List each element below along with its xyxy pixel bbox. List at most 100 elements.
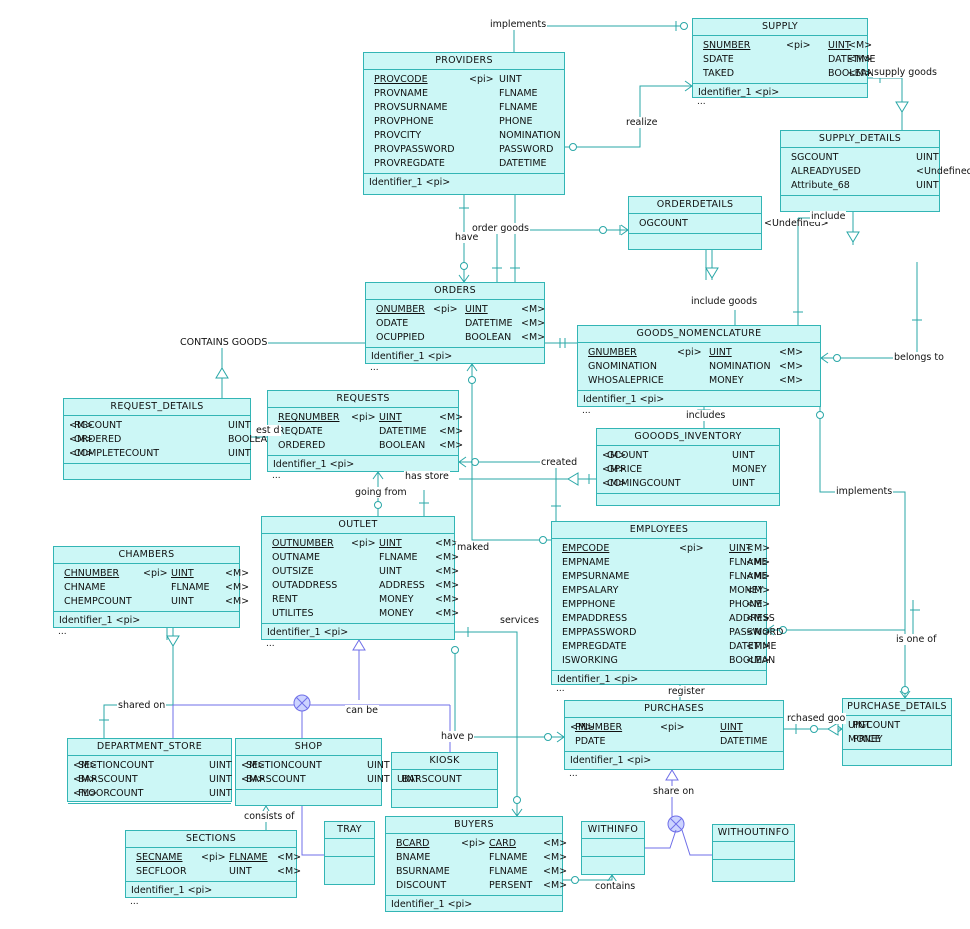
identifier-marker: <pi> <box>679 543 704 554</box>
identifier-section: Identifier_1 <pi> <box>578 391 820 407</box>
entity-title: REQUESTS <box>268 391 458 408</box>
attribute-name: SECNAME <box>136 852 183 863</box>
mandatory-marker: <M> <box>241 774 266 785</box>
mandatory-marker: <M> <box>848 40 873 51</box>
identifier-section <box>236 790 381 795</box>
identifier-section: Identifier_1 <pi> <box>386 896 562 912</box>
attribute-type: UINT <box>209 774 232 785</box>
entity-title: PROVIDERS <box>364 53 564 70</box>
attribute-type: FLNAME <box>729 557 768 568</box>
relationship-label-implements-top: implements <box>489 19 548 30</box>
mandatory-marker: <M> <box>435 552 460 563</box>
attribute-type: UINT <box>228 420 251 431</box>
attribute-type: UINT <box>732 450 755 461</box>
inheritance-arrow <box>352 639 366 651</box>
attribute-name: EMPSALARY <box>562 585 619 596</box>
attribute-type: UINT <box>209 760 232 771</box>
attribute-type: PERSENT <box>489 880 533 891</box>
withoutinfo-entity[interactable]: WITHOUTINFO <box>712 824 795 882</box>
attribute-row: CHNUMBER<pi>UINT<M> <box>59 567 249 581</box>
attribute-type: UINT <box>171 596 194 607</box>
attribute-type: ADDRESS <box>379 580 425 591</box>
attribute-name: COMPLETECOUNT <box>74 448 160 459</box>
relationship-label-created: created <box>540 457 579 468</box>
identifier-marker: <pi> <box>143 568 168 579</box>
attribute-type: FLNAME <box>499 88 538 99</box>
attribute-name: COMINGCOUNT <box>607 478 681 489</box>
entity-title: GOODS_NOMENCLATURE <box>578 326 820 343</box>
attribute-type: NOMINATION <box>709 361 771 372</box>
relationship-label-is-one-of: is one of <box>895 634 938 645</box>
entity-title: KIOSK <box>392 753 497 770</box>
inheritance-arrow <box>665 769 679 781</box>
attribute-name: PROVSURNAME <box>374 102 448 113</box>
tray-entity[interactable]: TRAY <box>324 821 375 885</box>
identifier-section <box>325 857 374 862</box>
relationship-line <box>454 650 564 738</box>
relationship-line <box>459 461 557 521</box>
mandatory-marker: <M> <box>602 478 627 489</box>
optional-marker <box>544 733 552 741</box>
attribute-type: UINT <box>379 412 402 423</box>
withinfo-entity[interactable]: WITHINFO <box>581 821 645 875</box>
attribute-type: UINT <box>916 180 939 191</box>
relationship-label-supply-goods: supply goods <box>873 67 938 78</box>
entity-title: SUPPLY <box>693 19 867 36</box>
many-marker <box>766 624 775 636</box>
inheritance-arrow <box>846 231 860 243</box>
attribute-name: EMPPHONE <box>562 599 616 610</box>
attribute-type: CARD <box>489 838 517 849</box>
identifier-section <box>68 804 231 809</box>
attribute-name: BARSCOUNT <box>78 774 138 785</box>
attribute-name: EMPREGDATE <box>562 641 627 652</box>
many-marker <box>820 352 829 364</box>
relationship-label-can-be: can be <box>345 705 379 716</box>
identifier-label: Identifier_1 <pi> <box>273 459 355 470</box>
identifier-marker: <pi> <box>677 347 702 358</box>
attribute-row: OGCOUNT<Undefined> <box>634 217 829 231</box>
entity-title: EMPLOYEES <box>552 522 766 539</box>
attribute-name: PNUMBER <box>575 722 623 733</box>
attribute-type: MONEY <box>732 464 767 475</box>
attribute-name: GPRICE <box>607 464 643 475</box>
attribute-name: SNUMBER <box>703 40 751 51</box>
attribute-name: PDATE <box>575 736 606 747</box>
relationship-label-shared-on: shared on <box>117 700 167 711</box>
more-ellipsis: ... <box>697 97 706 107</box>
optional-marker <box>569 143 577 151</box>
entity-title: WITHOUTINFO <box>713 825 794 842</box>
attribute-name: Attribute_68 <box>791 180 850 191</box>
identifier-section: Identifier_1 <pi> <box>552 671 766 687</box>
more-ellipsis: ... <box>266 639 275 649</box>
attribute-name: FLOORCOUNT <box>78 788 144 799</box>
attribute-type: MONEY <box>848 734 883 745</box>
